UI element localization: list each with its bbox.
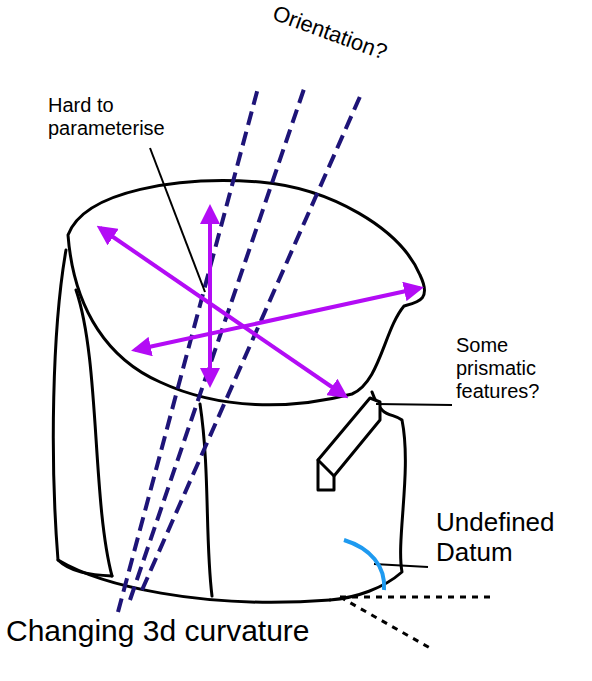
leader-line (150, 148, 452, 567)
annotation-label: Some prismatic features? (456, 334, 588, 403)
datum-line (340, 597, 495, 648)
dimension-arrow (100, 208, 420, 396)
annotation-label: Orientation? (246, 0, 414, 74)
annotation-label: Changing 3d curvature (6, 614, 566, 649)
annotation-label: Hard to parameterise (48, 94, 198, 140)
annotation-label: Undefined Datum (436, 508, 586, 568)
orientation-axis (118, 86, 362, 612)
part-outline (53, 181, 424, 603)
datum-arc (344, 540, 384, 590)
